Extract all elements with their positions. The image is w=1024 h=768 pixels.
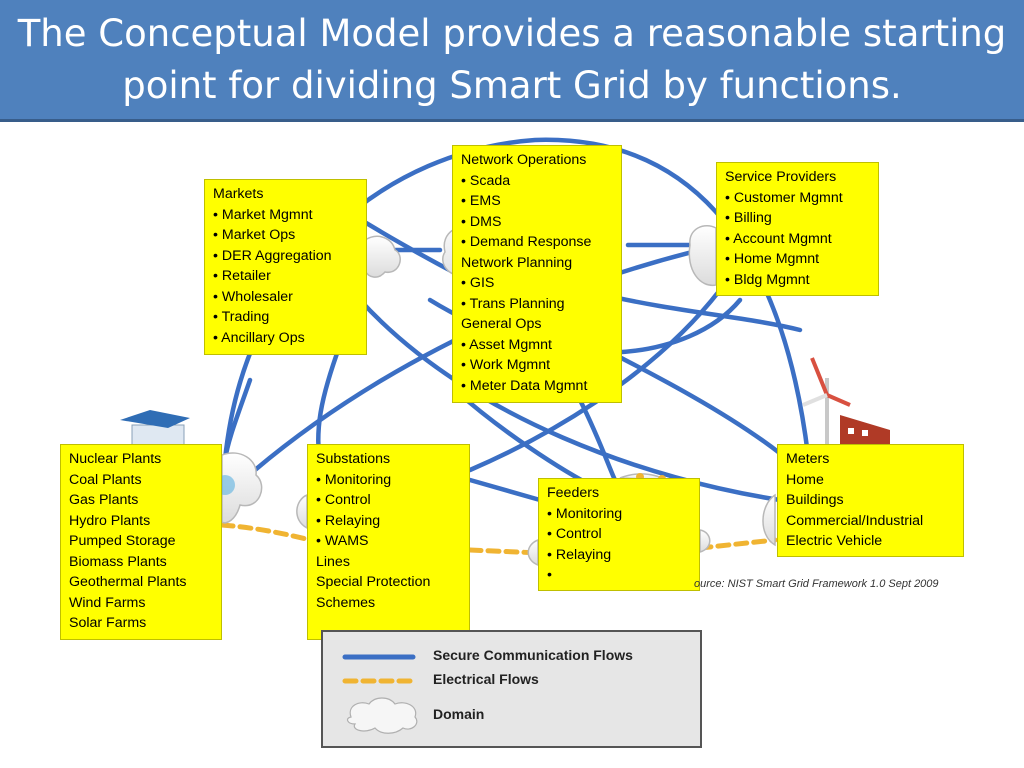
service-providers-line: Service Providers (725, 169, 837, 185)
network-operations-line: • Trans Planning (461, 295, 565, 312)
network-operations-line: • Meter Data Mgmnt (461, 377, 588, 394)
legend-secure-comm-label: Secure Communication Flows (433, 647, 633, 663)
markets-box: Markets • Market Mgmnt • Market Ops • DE… (204, 179, 367, 355)
service-providers-box: Service Providers • Customer Mgmnt • Bil… (716, 162, 879, 296)
source-note: ource: NIST Smart Grid Framework 1.0 Sep… (694, 578, 939, 590)
bulk-generation-box: Nuclear Plants Coal Plants Gas Plants Hy… (60, 444, 222, 640)
network-operations-box: Network Operations • Scada • EMS • DMS •… (452, 145, 622, 403)
network-operations-line: • GIS (461, 275, 495, 291)
bulk-generation-line: Solar Farms (69, 615, 147, 631)
service-providers-line: • Billing (725, 210, 772, 226)
substations-line: Lines (316, 553, 350, 570)
network-operations-line: General Ops (461, 316, 542, 332)
network-operations-line: • Asset Mgmnt (461, 336, 552, 353)
feeders-line: • Control (547, 526, 602, 542)
network-operations-line: • Demand Response (461, 234, 592, 250)
service-providers-line: • Home Mgmnt (725, 251, 820, 267)
bulk-generation-line: Pumped Storage (69, 533, 176, 549)
network-operations-line: • EMS (461, 193, 501, 209)
title-line-1: The Conceptual Model provides a reasonab… (17, 12, 1007, 55)
network-operations-line: Network Planning (461, 254, 573, 271)
markets-line: • Ancillary Ops (213, 329, 305, 346)
cloud-customer (762, 493, 776, 547)
cloud-distribution-left (527, 538, 539, 567)
meters-line: Meters (786, 451, 830, 467)
substations-line: • Monitoring (316, 471, 392, 488)
cloud-service-providers (688, 224, 717, 286)
meters-line: Commercial/Industrial (786, 512, 924, 529)
feeders-line: • (547, 567, 552, 583)
cloud-transmission (296, 493, 308, 530)
substations-line: Special Protection (316, 574, 431, 590)
wind-turbine-house-icon (802, 357, 890, 445)
feeders-line: Feeders (547, 485, 600, 501)
network-operations-line: • Scada (461, 172, 511, 189)
substations-line: • Relaying (316, 512, 381, 529)
meters-line: Buildings (786, 492, 844, 508)
network-operations-line: • DMS (461, 213, 502, 230)
markets-line: • Market Ops (213, 227, 296, 243)
feeders-box: Feeders • Monitoring • Control • Relayin… (538, 478, 700, 591)
substations-line: Substations (316, 451, 391, 467)
markets-line: • Trading (213, 309, 270, 325)
meters-line: Home (786, 471, 824, 488)
markets-line: • Wholesaler (213, 288, 293, 305)
substations-line: • Control (316, 492, 371, 508)
bulk-generation-line: Wind Farms (69, 594, 146, 611)
legend: Secure Communication Flows Electrical Fl… (321, 630, 702, 748)
substations-box: Substations • Monitoring • Control • Rel… (307, 444, 470, 640)
feeders-line: • Relaying (547, 546, 612, 563)
markets-line: • Market Mgmnt (213, 206, 313, 223)
bulk-generation-line: Nuclear Plants (69, 451, 162, 467)
legend-electrical-label: Electrical Flows (433, 671, 539, 687)
network-operations-line: Network Operations (461, 152, 587, 168)
bulk-generation-line: Geothermal Plants (69, 574, 187, 590)
cloud-distribution-right (699, 529, 711, 553)
legend-domain-label: Domain (433, 706, 485, 722)
meters-line: Electric Vehicle (786, 533, 883, 549)
markets-line: • Retailer (213, 268, 271, 284)
service-providers-line: • Customer Mgmnt (725, 189, 843, 206)
feeders-line: • Monitoring (547, 505, 623, 522)
bulk-generation-line: Gas Plants (69, 492, 139, 508)
bulk-generation-line: Coal Plants (69, 471, 142, 488)
service-providers-line: • Bldg Mgmnt (725, 271, 810, 288)
markets-line: Markets (213, 186, 264, 202)
legend-cloud-shape (346, 697, 418, 734)
meters-box: Meters Home Buildings Commercial/Industr… (777, 444, 964, 557)
substations-line: • WAMS (316, 533, 369, 549)
markets-line: • DER Aggregation (213, 247, 332, 264)
bulk-generation-line: Hydro Plants (69, 512, 151, 529)
bulk-generation-line: Biomass Plants (69, 553, 167, 570)
legend-symbols (342, 654, 418, 734)
substations-line: Schemes (316, 594, 376, 611)
cloud-bulk-generation (221, 452, 263, 524)
cloud-markets (364, 235, 401, 278)
slide-title: The Conceptual Model provides a reasonab… (0, 0, 1024, 122)
network-operations-line: • Work Mgmnt (461, 357, 551, 373)
service-providers-line: • Account Mgmnt (725, 230, 832, 247)
title-line-2: point for dividing Smart Grid by functio… (122, 64, 902, 107)
